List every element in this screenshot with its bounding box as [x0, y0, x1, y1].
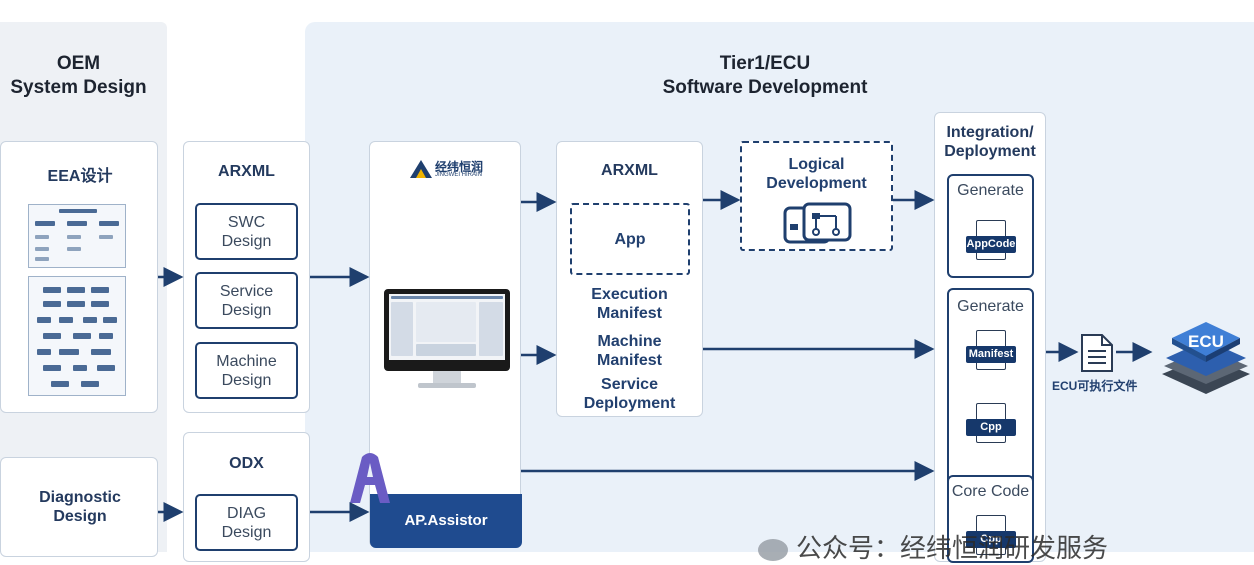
machine-design-line2: Design	[221, 371, 272, 389]
diag-design-line1: DIAG	[226, 504, 267, 522]
integration-title-line1: Integration/	[946, 124, 1034, 141]
eea-architecture-image	[28, 276, 126, 396]
brand-cn: 经纬恒润	[435, 160, 484, 174]
ecu-chip-icon	[1162, 322, 1250, 394]
ap-assistor-logo-icon	[350, 453, 390, 503]
service-design-line1: Service	[219, 282, 274, 300]
integration-deployment-card: Integration/ Deployment Generate AppCode…	[934, 112, 1046, 563]
diagnostic-label-line1: Diagnostic	[39, 489, 121, 506]
execution-manifest: Execution Manifest	[557, 285, 702, 323]
machine-manifest: Machine Manifest	[557, 332, 702, 370]
diagnostic-label-line2: Design	[53, 508, 107, 525]
manifest-file-icon: Manifest	[966, 330, 1016, 370]
ecu-executable-file-icon	[1081, 334, 1113, 372]
cpp-tag-2: Cpp	[966, 531, 1016, 548]
swc-design-line2: Design	[221, 232, 272, 250]
eea-label: EEA设计	[47, 168, 113, 185]
arxml-manifest-card: ARXML App Execution Manifest Machine Man…	[556, 141, 703, 417]
core-code-label: Core Code	[951, 483, 1030, 500]
tier1-title-line2: Software Development	[662, 77, 868, 98]
flow-arrows	[158, 190, 1153, 522]
logical-development-box: Logical Development	[740, 141, 893, 251]
generate-appcode-box: Generate AppCode	[947, 174, 1034, 278]
logical-development-line2: Development	[766, 175, 867, 192]
brand-en: JINGWEI HIRAIN	[435, 172, 483, 178]
arxml-left-header: ARXML	[218, 163, 275, 180]
oem-title: OEM System Design	[0, 52, 157, 100]
app-label: App	[614, 231, 646, 248]
monitor-base	[418, 383, 476, 388]
ap-assistor-label: AP.Assistor	[370, 494, 522, 548]
machine-manifest-line1: Machine	[597, 333, 662, 350]
appcode-tag: AppCode	[966, 236, 1016, 253]
cpp-tag-1: Cpp	[966, 419, 1016, 436]
ecu-chip-label: ECU	[1188, 332, 1224, 351]
ecu-file-label: ECU可执行文件	[1052, 379, 1138, 393]
flowchart-icon	[783, 202, 852, 244]
oem-title-line1: OEM	[56, 53, 101, 74]
wechat-icon	[758, 539, 788, 562]
service-deployment-line2: Deployment	[583, 395, 676, 412]
generate-label-1: Generate	[957, 182, 1024, 199]
execution-manifest-line1: Execution	[591, 286, 668, 303]
app-box: App	[570, 203, 690, 275]
machine-design-line1: Machine	[216, 352, 277, 370]
diagnostic-label: Diagnostic Design	[1, 488, 159, 526]
ap-assistor-card: 经纬恒润 JINGWEI HIRAIN AP.Assistor	[369, 141, 522, 548]
monitor-icon	[384, 289, 510, 371]
machine-manifest-line2: Manifest	[597, 352, 662, 369]
cpp-file-icon: Cpp	[966, 403, 1016, 443]
execution-manifest-line2: Manifest	[597, 305, 662, 322]
tier1-title: Tier1/ECU Software Development	[640, 52, 890, 100]
watermark-text: 公众号：经纬恒润研发服务	[796, 533, 1109, 563]
appcode-file-icon: AppCode	[966, 220, 1016, 260]
arxml-mid-header: ARXML	[601, 162, 658, 179]
watermark: 公众号：经纬恒润研发服务	[758, 528, 1108, 563]
odx-header: ODX	[229, 455, 264, 472]
service-design-line2: Design	[221, 301, 272, 319]
diag-design-line2: Design	[221, 523, 272, 541]
service-deployment: Service Deployment	[557, 375, 702, 413]
core-cpp-file-icon: Cpp	[966, 515, 1016, 555]
oem-title-line2: System Design	[10, 77, 147, 98]
monitor-screen	[389, 294, 505, 360]
service-deployment-line1: Service	[601, 376, 658, 393]
jingwei-logo-icon	[410, 160, 432, 178]
integration-title: Integration/ Deployment	[935, 123, 1045, 161]
generate-label-2: Generate	[957, 298, 1024, 315]
integration-title-line2: Deployment	[944, 143, 1036, 160]
diagnostic-card: Diagnostic Design	[0, 457, 158, 557]
jingwei-logo: 经纬恒润 JINGWEI HIRAIN	[410, 158, 520, 180]
logical-development-label: Logical Development	[742, 155, 891, 193]
monitor-stand	[433, 371, 461, 383]
tier1-title-line1: Tier1/ECU	[719, 53, 811, 74]
logical-development-line1: Logical	[788, 156, 845, 173]
eea-card: EEA设计	[0, 141, 158, 413]
core-code-box: Core Code Cpp	[947, 475, 1034, 563]
eea-diagram-image	[28, 204, 126, 268]
manifest-tag: Manifest	[966, 346, 1016, 363]
swc-design-line1: SWC	[227, 213, 266, 231]
